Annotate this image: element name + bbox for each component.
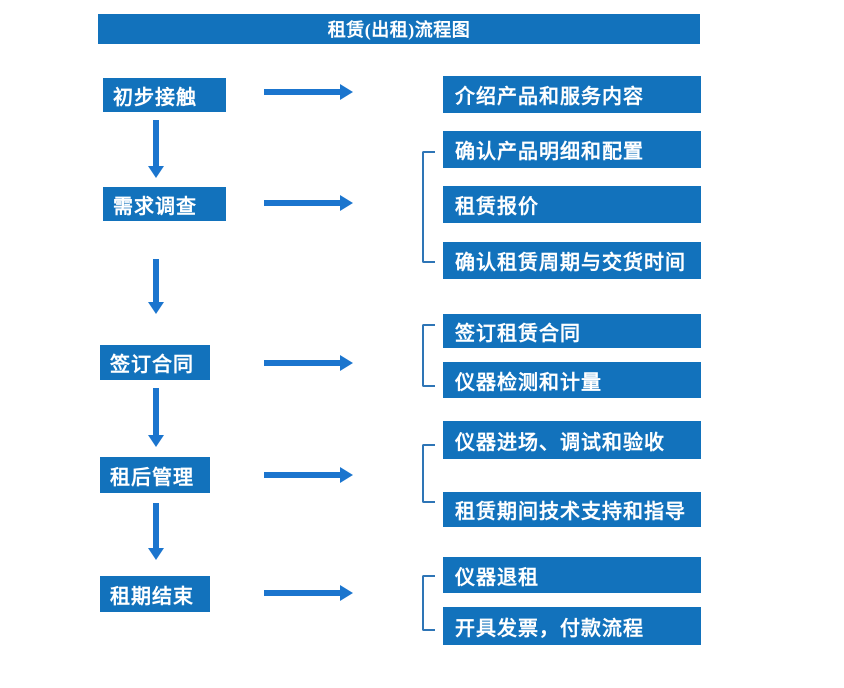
detail-box-instrument-setup-acceptance: 仪器进场、调试和验收	[443, 421, 701, 459]
arrow-down-icon	[148, 259, 164, 314]
detail-box-rental-quote: 租赁报价	[443, 186, 701, 223]
arrow-right-icon	[264, 195, 353, 211]
detail-box-instrument-return: 仪器退租	[443, 557, 701, 593]
arrow-head	[340, 84, 353, 100]
bracket-connector	[422, 151, 435, 263]
arrow-shaft	[264, 89, 342, 95]
arrow-head	[340, 195, 353, 211]
page-title: 租赁(出租)流程图	[98, 14, 700, 44]
arrow-head	[148, 166, 164, 178]
step-box-post-rental-management: 租后管理	[100, 457, 210, 493]
step-box-initial-contact: 初步接触	[103, 78, 226, 112]
bracket-connector	[422, 324, 435, 387]
arrow-right-icon	[264, 355, 353, 371]
arrow-shaft	[264, 590, 342, 596]
arrow-down-icon	[148, 120, 164, 178]
arrow-right-icon	[264, 84, 353, 100]
detail-box-sign-rental-contract: 签订租赁合同	[443, 314, 701, 348]
step-box-demand-survey: 需求调查	[103, 187, 226, 221]
arrow-down-icon	[148, 503, 164, 560]
bracket-connector	[422, 444, 435, 503]
detail-box-confirm-rental-period: 确认租赁周期与交货时间	[443, 242, 701, 279]
detail-box-technical-support: 租赁期间技术支持和指导	[443, 492, 701, 527]
step-box-rental-end: 租期结束	[100, 576, 210, 612]
arrow-shaft	[153, 503, 159, 549]
arrow-right-icon	[264, 467, 353, 483]
detail-box-confirm-product-details: 确认产品明细和配置	[443, 131, 701, 168]
arrow-head	[340, 355, 353, 371]
arrow-head	[340, 467, 353, 483]
step-box-sign-contract: 签订合同	[100, 345, 210, 380]
arrow-head	[148, 548, 164, 560]
arrow-down-icon	[148, 388, 164, 447]
arrow-shaft	[264, 360, 342, 366]
arrow-shaft	[264, 200, 342, 206]
arrow-shaft	[153, 388, 159, 436]
arrow-head	[148, 302, 164, 314]
arrow-head	[148, 435, 164, 447]
detail-box-instrument-testing: 仪器检测和计量	[443, 362, 701, 398]
arrow-shaft	[264, 472, 342, 478]
detail-box-invoice-payment: 开具发票，付款流程	[443, 607, 701, 645]
bracket-connector	[422, 575, 435, 631]
detail-box-introduce-products: 介绍产品和服务内容	[443, 76, 701, 113]
arrow-right-icon	[264, 585, 353, 601]
arrow-shaft	[153, 259, 159, 303]
arrow-shaft	[153, 120, 159, 167]
arrow-head	[340, 585, 353, 601]
